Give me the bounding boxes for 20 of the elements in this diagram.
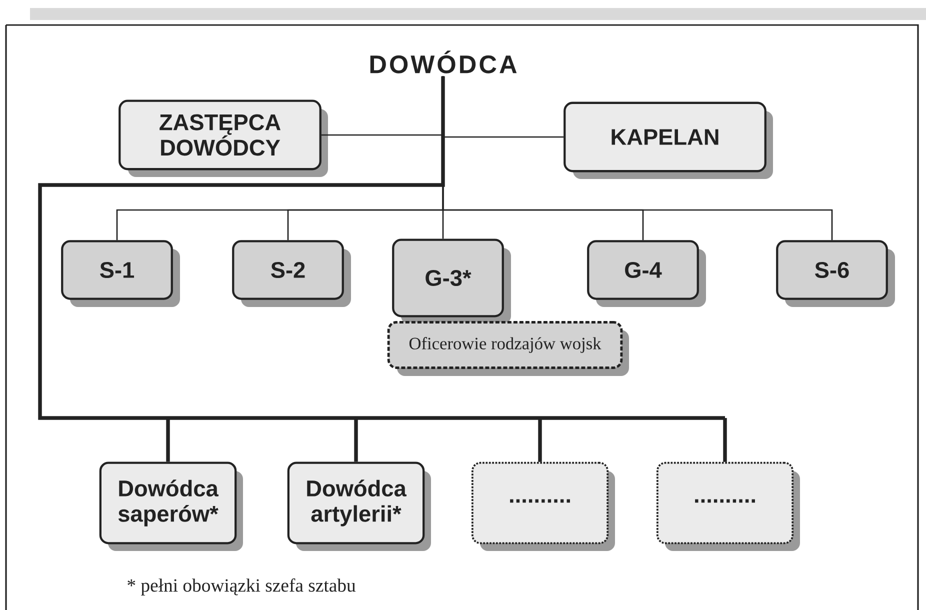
dashed-box: Oficerowie rodzajów wojsk xyxy=(387,321,629,376)
placeholder-box: .......... xyxy=(656,462,800,551)
connector-line xyxy=(354,418,358,462)
connector-line xyxy=(38,76,725,420)
org-box: KAPELAN xyxy=(564,102,773,179)
org-box: S-1 xyxy=(61,240,180,307)
org-box: G-3* xyxy=(392,238,511,324)
org-box: Dowódca saperów* xyxy=(99,462,243,551)
org-box: ZASTĘPCA DOWÓDCY xyxy=(118,100,328,177)
org-box: S-2 xyxy=(232,240,351,307)
connector-line xyxy=(442,76,833,240)
org-box: Dowódca artylerii* xyxy=(287,462,431,551)
placeholder-box: .......... xyxy=(471,462,615,551)
connector-line xyxy=(538,418,542,462)
connector-line xyxy=(166,418,170,462)
footnote: * pełni obowiązki szefa sztabu xyxy=(128,578,356,596)
org-box: G-4 xyxy=(587,240,706,307)
connector-line xyxy=(723,418,727,462)
heading: DOWÓDCA xyxy=(370,50,517,74)
org-box: S-6 xyxy=(776,240,895,307)
